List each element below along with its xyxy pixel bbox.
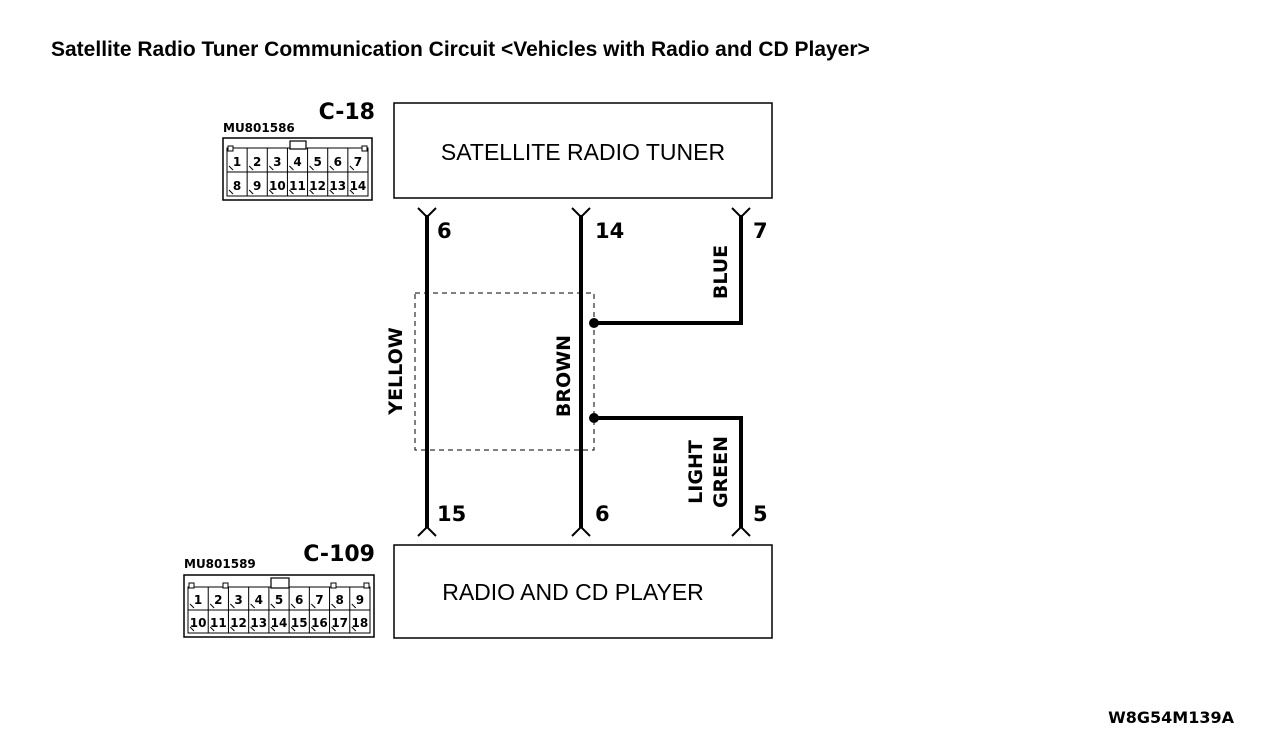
c109-pin-mark-9 xyxy=(351,603,357,609)
c18-pin-mark-3 xyxy=(268,165,274,171)
c18-pin-mark-13 xyxy=(329,189,335,195)
c109-pin-6: 6 xyxy=(295,593,303,607)
c109-pin-mark-3 xyxy=(230,603,235,609)
figure-code: W8G54M139A xyxy=(1108,708,1235,727)
c109-pin-4: 4 xyxy=(255,593,263,607)
c18-pin-1: 1 xyxy=(233,155,241,169)
c109-pin-7: 7 xyxy=(315,593,323,607)
wire-brown xyxy=(571,207,591,537)
c18-pin-10: 10 xyxy=(269,179,286,193)
c109-pin-11: 11 xyxy=(210,616,227,630)
c18-pin-mark-9 xyxy=(248,189,254,195)
wire-label-blue: BLUE xyxy=(710,245,732,299)
c18-pin-mark-6 xyxy=(329,165,335,171)
c109-pin-mark-1 xyxy=(189,603,195,609)
c18-pin-12: 12 xyxy=(309,179,326,193)
c109-pin-mark-14 xyxy=(270,626,276,632)
c109-pin-12: 12 xyxy=(230,616,247,630)
tuner-label: SATELLITE RADIO TUNER xyxy=(441,139,725,165)
c18-pin-9: 9 xyxy=(253,179,261,193)
c109-pin-18: 18 xyxy=(352,616,369,630)
c109-pin-mark-17 xyxy=(331,626,336,632)
c109-pin-mark-2 xyxy=(209,603,215,609)
c18-pin-mark-14 xyxy=(349,189,355,195)
pin-yellow-top: 6 xyxy=(437,219,452,243)
player-label: RADIO AND CD PLAYER xyxy=(442,579,704,605)
c18-pin-14: 14 xyxy=(350,179,367,193)
wire-light-green xyxy=(589,413,751,537)
c18-pin-mark-7 xyxy=(349,165,355,171)
shield-outline xyxy=(414,292,595,451)
c18-pin-11: 11 xyxy=(289,179,306,193)
c109-pin-mark-16 xyxy=(310,626,316,632)
splice-dot-blue xyxy=(589,318,599,328)
c18-pin-mark-1 xyxy=(228,165,234,171)
c18-pin-mark-5 xyxy=(309,165,314,171)
c109-pin-mark-12 xyxy=(230,626,235,632)
wire-label-green: GREEN xyxy=(710,436,732,508)
c109-pin-mark-15 xyxy=(290,626,296,632)
c18-pin-2: 2 xyxy=(253,155,261,169)
c109-pin-5: 5 xyxy=(275,593,283,607)
connector-c18-label: C-18 xyxy=(319,100,375,125)
c109-pin-2: 2 xyxy=(214,593,222,607)
c18-pin-mark-2 xyxy=(248,165,254,171)
c109-pin-16: 16 xyxy=(311,616,328,630)
wire-label-brown: BROWN xyxy=(553,335,575,417)
wire-blue xyxy=(589,207,751,328)
c109-pin-9: 9 xyxy=(356,593,364,607)
wire-yellow xyxy=(417,207,437,537)
c18-pin-mark-12 xyxy=(309,189,314,195)
c109-pin-mark-10 xyxy=(189,626,195,632)
c18-pin-5: 5 xyxy=(313,155,321,169)
connector-c109-part-number: MU801589 xyxy=(184,557,256,571)
c18-pin-8: 8 xyxy=(233,179,241,193)
c109-pin-15: 15 xyxy=(291,616,308,630)
pin-blue-top: 7 xyxy=(753,219,768,243)
satellite-radio-tuner-block: SATELLITE RADIO TUNER xyxy=(393,102,773,199)
c109-pin-mark-18 xyxy=(351,626,357,632)
wire-label-light: LIGHT xyxy=(685,440,707,504)
c18-pin-mark-8 xyxy=(228,189,234,195)
connector-c18-part-number: MU801586 xyxy=(223,121,295,135)
c109-pin-14: 14 xyxy=(271,616,288,630)
c18-pin-13: 13 xyxy=(329,179,346,193)
c18-pin-mark-11 xyxy=(289,189,294,195)
c18-pin-6: 6 xyxy=(334,155,342,169)
c18-pin-mark-10 xyxy=(268,189,274,195)
c109-pin-mark-4 xyxy=(250,603,256,609)
connector-c109-label: C-109 xyxy=(303,542,375,567)
c109-pin-mark-11 xyxy=(209,626,215,632)
c109-pin-10: 10 xyxy=(190,616,207,630)
wire-label-yellow: YELLOW xyxy=(385,327,407,415)
pin-yellow-bottom: 15 xyxy=(437,502,466,526)
c109-pin-1: 1 xyxy=(194,593,202,607)
c109-pin-3: 3 xyxy=(234,593,242,607)
c109-pin-mark-6 xyxy=(290,603,296,609)
radio-cd-player-block: RADIO AND CD PLAYER xyxy=(393,544,773,639)
diagram-title: Satellite Radio Tuner Communication Circ… xyxy=(51,38,870,61)
c109-pin-mark-8 xyxy=(331,603,336,609)
c18-pin-7: 7 xyxy=(354,155,362,169)
c109-pin-17: 17 xyxy=(331,616,348,630)
c18-pin-mark-4 xyxy=(289,165,294,171)
c109-pin-mark-5 xyxy=(270,603,276,609)
c18-pin-3: 3 xyxy=(273,155,281,169)
pin-brown-top: 14 xyxy=(595,219,624,243)
c18-pin-4: 4 xyxy=(293,155,301,169)
c109-pin-mark-7 xyxy=(310,603,316,609)
pin-brown-bottom: 6 xyxy=(595,502,610,526)
c109-pin-13: 13 xyxy=(250,616,267,630)
splice-dot-light-green xyxy=(589,413,599,423)
c109-pin-8: 8 xyxy=(335,593,343,607)
pin-light-green-bottom: 5 xyxy=(753,502,768,526)
c109-pin-mark-13 xyxy=(250,626,256,632)
